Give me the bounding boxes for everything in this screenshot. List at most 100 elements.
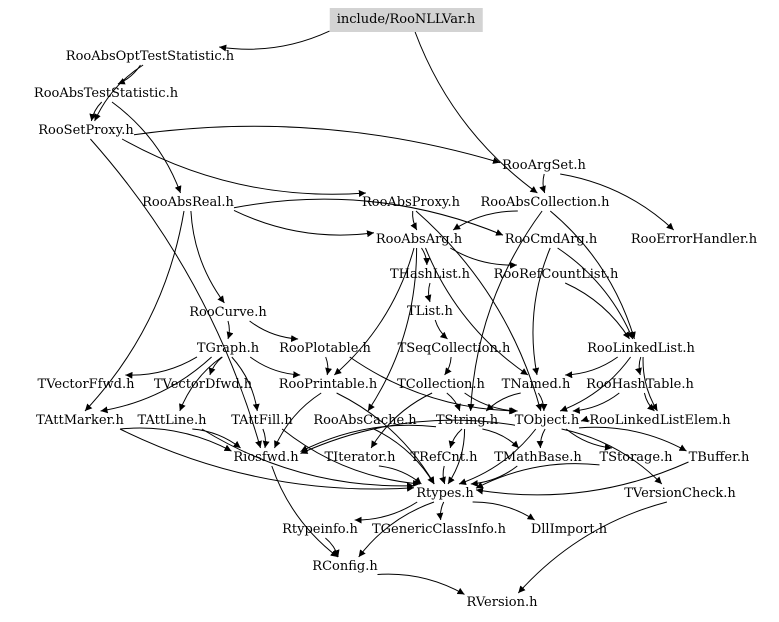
edge-n38-n43: [358, 501, 435, 558]
node-thashlist-h[interactable]: THashList.h: [390, 267, 470, 282]
node-roohashtable-h[interactable]: RooHashTable.h: [586, 377, 694, 392]
node-tversioncheck-h[interactable]: TVersionCheck.h: [624, 486, 736, 501]
node-riosfwd-h[interactable]: Riosfwd.h: [233, 450, 299, 465]
node-roolinkedlistelem-h[interactable]: RooLinkedListElem.h: [589, 413, 731, 428]
node-tstring-h[interactable]: TString.h: [435, 413, 499, 428]
edge-n13-n17: [434, 319, 448, 340]
node-tattmarker-h[interactable]: TAttMarker.h: [36, 413, 124, 428]
edge-n29-n34: [448, 428, 463, 449]
edge-n2-n3: [89, 101, 103, 122]
edge-n9-n21: [333, 247, 415, 376]
node-roocmdarg-h[interactable]: RooCmdArg.h: [504, 232, 598, 247]
edge-n33-n38: [378, 465, 422, 485]
edge-n15-n25: [100, 356, 212, 414]
node-tobject-h[interactable]: TObject.h: [514, 413, 580, 428]
edge-n30-n35: [536, 428, 546, 449]
node-roocurve-h[interactable]: RooCurve.h: [189, 305, 267, 320]
edge-n39-n44: [517, 501, 668, 594]
node-tstorage-h[interactable]: TStorage.h: [599, 450, 673, 465]
node-tattfill-h[interactable]: TAttFill.h: [231, 413, 293, 428]
edge-n0-n7: [414, 31, 538, 194]
edge-n24-n31: [643, 392, 655, 412]
edge-n4-n8: [560, 173, 675, 231]
edge-n9-n12: [450, 247, 517, 269]
edge-n25-n32: [120, 427, 232, 452]
node-rooprintable-h[interactable]: RooPrintable.h: [278, 377, 378, 392]
node-rtypes-h[interactable]: Rtypes.h: [416, 486, 474, 501]
edge-n21-n32: [274, 392, 322, 449]
edge-n24-n30: [572, 392, 620, 414]
node-roorefcountlist-h[interactable]: RooRefCountList.h: [493, 267, 619, 282]
edge-n22-n29: [446, 392, 461, 412]
node-tbuffer-h[interactable]: TBuffer.h: [688, 450, 750, 465]
edge-n18-n30: [559, 356, 632, 412]
edge-n5-n25: [84, 210, 185, 412]
edge-n16-n21: [325, 356, 333, 376]
edge-n16-n30: [349, 356, 517, 415]
edge-n0-n1: [219, 30, 330, 52]
edge-n43-n44: [377, 573, 465, 595]
edge-n9-n23: [425, 247, 529, 376]
edge-n26-n32: [192, 428, 241, 449]
node-tgraph-h[interactable]: TGraph.h: [196, 341, 260, 356]
node-tattline-h[interactable]: TAttLine.h: [137, 413, 207, 428]
edge-n21-n38: [336, 392, 435, 485]
node-rooabsproxy-h[interactable]: RooAbsProxy.h: [361, 195, 461, 210]
node-tvectordfwd-h[interactable]: TVectorDfwd.h: [153, 377, 253, 392]
edge-n38-n40: [354, 501, 418, 524]
node-tnamed-h[interactable]: TNamed.h: [501, 377, 571, 392]
node-rooerrorhandler-h[interactable]: RooErrorHandler.h: [630, 232, 758, 247]
node-rooabstestsatistic-h[interactable]: RooAbsTestStatistic.h: [33, 86, 179, 101]
edge-n6-n9: [410, 210, 418, 231]
edge-n30-n36: [565, 428, 612, 451]
node-rversion-h[interactable]: RVersion.h: [466, 595, 538, 610]
node-rtypeinfo-h[interactable]: Rtypeinfo.h: [282, 522, 358, 537]
edge-n35-n38: [470, 465, 518, 487]
edge-n15-n20: [208, 356, 223, 376]
node-rooargset-h[interactable]: RooArgSet.h: [502, 158, 586, 173]
node-rooabsopttestsatistic-h[interactable]: RooAbsOptTestStatistic.h: [65, 49, 235, 64]
edge-n38-n41: [436, 501, 445, 521]
edge-n11-n13: [424, 282, 432, 303]
node-tgenericclassinfo-h[interactable]: TGenericClassInfo.h: [371, 522, 507, 537]
node-trefcnt-h[interactable]: TRefCnt.h: [410, 450, 478, 465]
edge-n15-n19: [125, 356, 198, 379]
edge-n29-n35: [482, 428, 520, 449]
edge-n28-n38: [373, 428, 435, 485]
node-rconfig-h[interactable]: RConfig.h: [312, 559, 378, 574]
edge-n23-n30: [537, 392, 548, 412]
node-roosetproxy-h[interactable]: RooSetProxy.h: [38, 123, 134, 138]
edge-n3-n6: [121, 138, 366, 198]
node-titerator-h[interactable]: TIterator.h: [324, 450, 396, 465]
node-tcollection-h[interactable]: TCollection.h: [397, 377, 485, 392]
edge-n15-n26: [179, 356, 223, 412]
edge-n30-n38: [458, 428, 537, 486]
edge-n30-n39: [561, 428, 663, 485]
node-rooabsreal-h[interactable]: RooAbsReal.h: [142, 195, 234, 210]
node-rooabsarg-h[interactable]: RooAbsArg.h: [375, 232, 463, 247]
edge-n27-n32: [262, 428, 270, 449]
edge-n10-n23: [532, 247, 551, 376]
edge-n23-n29: [485, 392, 521, 412]
edge-n3-n32: [90, 138, 262, 449]
edge-n9-n28: [367, 247, 418, 412]
node-tseqcollection-h[interactable]: TSeqCollection.h: [397, 341, 511, 356]
edge-n34-n38: [439, 465, 446, 485]
edge-n2-n5: [111, 101, 182, 194]
edge-n36-n38: [475, 463, 600, 489]
node-rooplotable-h[interactable]: RooPlotable.h: [279, 341, 371, 356]
node-roolinkedlist-h[interactable]: RooLinkedList.h: [587, 341, 695, 356]
edge-n30-n32: [300, 419, 516, 454]
edge-n4-n7: [539, 173, 546, 194]
node-rooabscollection-h[interactable]: RooAbsCollection.h: [480, 195, 610, 210]
node-tvectorffwd-h[interactable]: TVectorFfwd.h: [37, 377, 135, 392]
edge-n29-n32: [300, 424, 437, 453]
node-rooabscache-h[interactable]: RooAbsCache.h: [313, 413, 417, 428]
edge-n17-n22: [444, 356, 452, 376]
node-tmathbase-h[interactable]: TMathBase.h: [494, 450, 582, 465]
node-tlist-h[interactable]: TList.h: [407, 304, 453, 319]
node-dllimport-h[interactable]: DllImport.h: [530, 522, 608, 537]
node-roonllvar-h[interactable]: include/RooNLLVar.h: [329, 8, 483, 32]
